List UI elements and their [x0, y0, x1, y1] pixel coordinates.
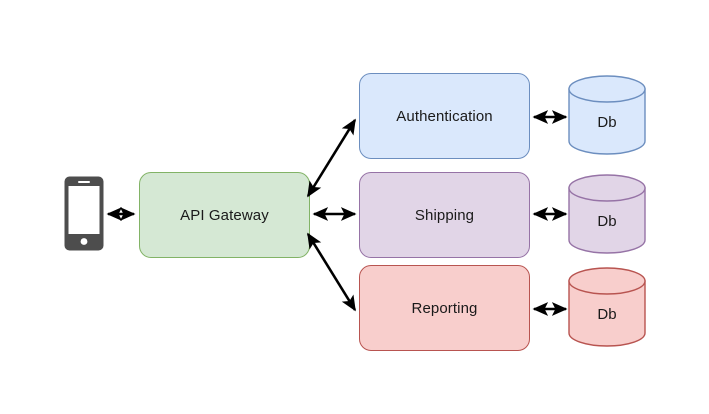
node-authentication[interactable]: Authentication	[359, 73, 530, 159]
node-reporting[interactable]: Reporting	[359, 265, 530, 351]
connector-gateway-reporting	[306, 232, 357, 312]
cylinder-icon	[568, 267, 646, 347]
node-shipping[interactable]: Shipping	[359, 172, 530, 258]
database-reporting[interactable]: Db	[568, 267, 646, 347]
cylinder-icon	[568, 174, 646, 254]
shipping-label: Shipping	[414, 206, 475, 224]
database-label: Db	[597, 113, 617, 131]
database-label: Db	[597, 212, 617, 230]
mobile-phone-icon[interactable]	[64, 176, 104, 251]
database-authentication[interactable]: Db	[568, 75, 646, 155]
database-label: Db	[597, 305, 617, 323]
node-api-gateway[interactable]: API Gateway	[139, 172, 310, 258]
authentication-label: Authentication	[396, 107, 493, 125]
api-gateway-label: API Gateway	[180, 206, 269, 224]
reporting-label: Reporting	[411, 299, 478, 317]
cylinder-icon	[568, 75, 646, 155]
connector-gateway-authentication	[306, 118, 357, 198]
database-shipping[interactable]: Db	[568, 174, 646, 254]
